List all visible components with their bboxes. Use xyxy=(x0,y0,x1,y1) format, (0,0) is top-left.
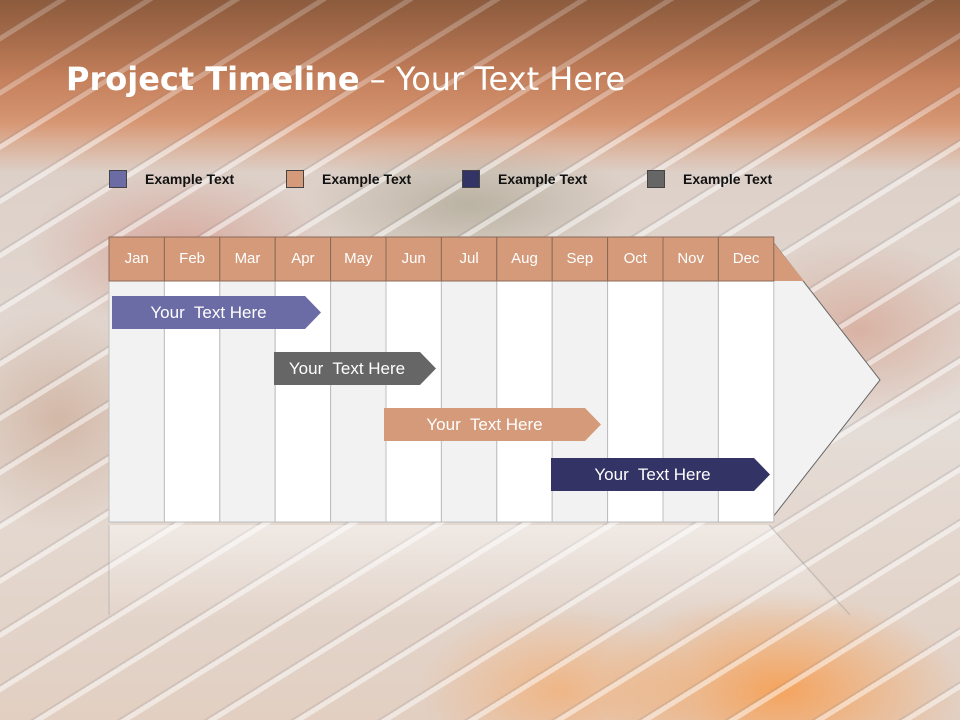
bar-label: Your Text Here xyxy=(288,358,406,378)
timeline-bar-2[interactable]: Your Text Here xyxy=(274,352,436,385)
month-label-dec: Dec xyxy=(732,250,760,267)
title-rest: – Your Text Here xyxy=(359,60,626,98)
month-column xyxy=(496,280,553,523)
timeline-bar-4[interactable]: Your Text Here xyxy=(551,458,770,491)
reflection-edge xyxy=(768,524,851,616)
month-header-cell xyxy=(607,236,664,282)
month-header-cell xyxy=(496,236,553,282)
month-label-jul: Jul xyxy=(459,250,479,267)
bar-label: Your Text Here xyxy=(426,414,543,434)
timeline-bar-1[interactable]: Your Text Here xyxy=(112,296,321,329)
month-label-jun: Jun xyxy=(401,250,426,267)
legend-item-4: Example Text xyxy=(647,170,772,188)
legend-swatch xyxy=(109,170,127,188)
title-bold: Project Timeline xyxy=(66,60,360,98)
legend-swatch xyxy=(462,170,480,188)
month-header-cell xyxy=(330,236,387,282)
bar-label: Your Text Here xyxy=(594,464,711,484)
month-header-cell xyxy=(551,236,609,282)
month-header-cell xyxy=(717,236,775,282)
timeline-bar-3[interactable]: Your Text Here xyxy=(384,408,601,441)
legend-item-1: Example Text xyxy=(109,170,234,188)
month-label-sep: Sep xyxy=(566,250,594,267)
header-band xyxy=(0,0,960,140)
month-header-cell xyxy=(440,236,498,282)
legend: Example Text Example Text Example Text E… xyxy=(0,170,960,194)
month-column xyxy=(385,280,442,523)
month-column xyxy=(440,280,498,523)
month-header-cell xyxy=(274,236,332,282)
timeline-reflection xyxy=(109,525,850,620)
bar-label: Your Text Here xyxy=(150,302,267,322)
legend-label: Example Text xyxy=(498,171,588,187)
legend-item-2: Example Text xyxy=(286,170,411,188)
legend-swatch xyxy=(647,170,665,188)
month-label-mar: Mar xyxy=(234,250,261,267)
month-label-aug: Aug xyxy=(511,250,538,267)
legend-label: Example Text xyxy=(322,171,412,187)
header-arrow-tip xyxy=(769,237,804,281)
month-label-oct: Oct xyxy=(623,250,647,267)
month-label-may: May xyxy=(344,250,373,267)
legend-swatch xyxy=(286,170,304,188)
month-label-apr: Apr xyxy=(291,250,315,267)
legend-label: Example Text xyxy=(145,171,235,187)
month-label-nov: Nov xyxy=(677,250,705,267)
slide-title: Project Timeline – Your Text Here xyxy=(66,60,625,98)
legend-item-3: Example Text xyxy=(462,170,587,188)
month-header-cell xyxy=(385,236,442,282)
month-header-cell xyxy=(662,236,719,282)
month-column xyxy=(330,280,387,523)
month-label-jan: Jan xyxy=(124,250,149,267)
month-label-feb: Feb xyxy=(179,250,206,267)
legend-label: Example Text xyxy=(683,171,773,187)
